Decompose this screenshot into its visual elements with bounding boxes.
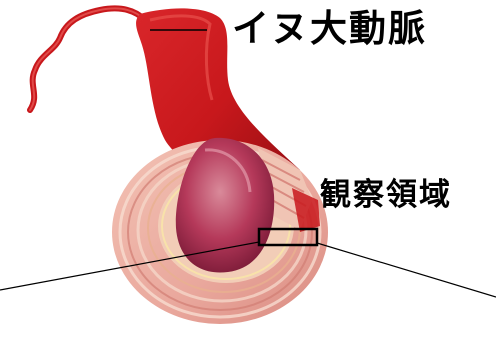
branch-vessel [30,8,145,110]
region-leader-line-right [317,243,496,297]
observation-region-label: 観察領域 [320,180,452,211]
vessel-label: イヌ大動脈 [232,10,427,47]
